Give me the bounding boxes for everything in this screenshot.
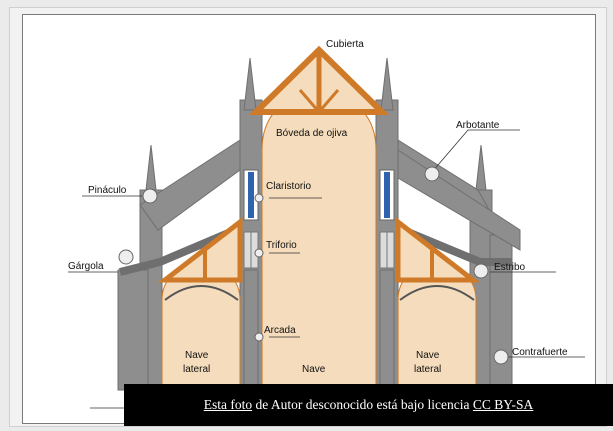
label-nave: Nave	[302, 364, 326, 375]
interior-spaces	[161, 89, 477, 422]
label-nave-lateral-right-line1: Nave	[416, 350, 440, 361]
label-pinaculo: Pináculo	[88, 185, 127, 196]
roof-truss-central	[248, 45, 390, 115]
label-claristorio: Claristorio	[266, 181, 311, 192]
label-triforio: Triforio	[266, 240, 297, 251]
license-link[interactable]: CC BY-SA	[472, 397, 534, 412]
label-nave-lateral-left-line2: lateral	[183, 364, 210, 375]
triforium	[243, 231, 395, 269]
label-arcada: Arcada	[264, 325, 296, 336]
label-estribo: Estribo	[494, 262, 526, 273]
callout-markers	[118, 166, 509, 365]
roof-truss-left	[157, 216, 243, 283]
label-gargola: Gárgola	[68, 261, 104, 272]
clerestory-windows	[243, 169, 395, 221]
attribution-banner: Esta foto de Autor desconocido está bajo…	[124, 384, 613, 426]
label-nave-lateral-right-line2: lateral	[414, 364, 441, 375]
label-boveda-de-ojiva: Bóveda de ojiva	[276, 128, 348, 139]
attribution-text: de Autor desconocido está bajo licencia	[252, 397, 473, 412]
photo-link[interactable]: Esta foto	[203, 397, 253, 412]
label-arbotante: Arbotante	[456, 120, 500, 131]
roof-truss-right	[395, 216, 481, 283]
label-cubierta: Cubierta	[326, 39, 364, 50]
label-contrafuerte: Contrafuerte	[512, 347, 568, 358]
leader-lines	[68, 129, 585, 409]
label-nave-lateral-left-line1: Nave	[185, 350, 209, 361]
